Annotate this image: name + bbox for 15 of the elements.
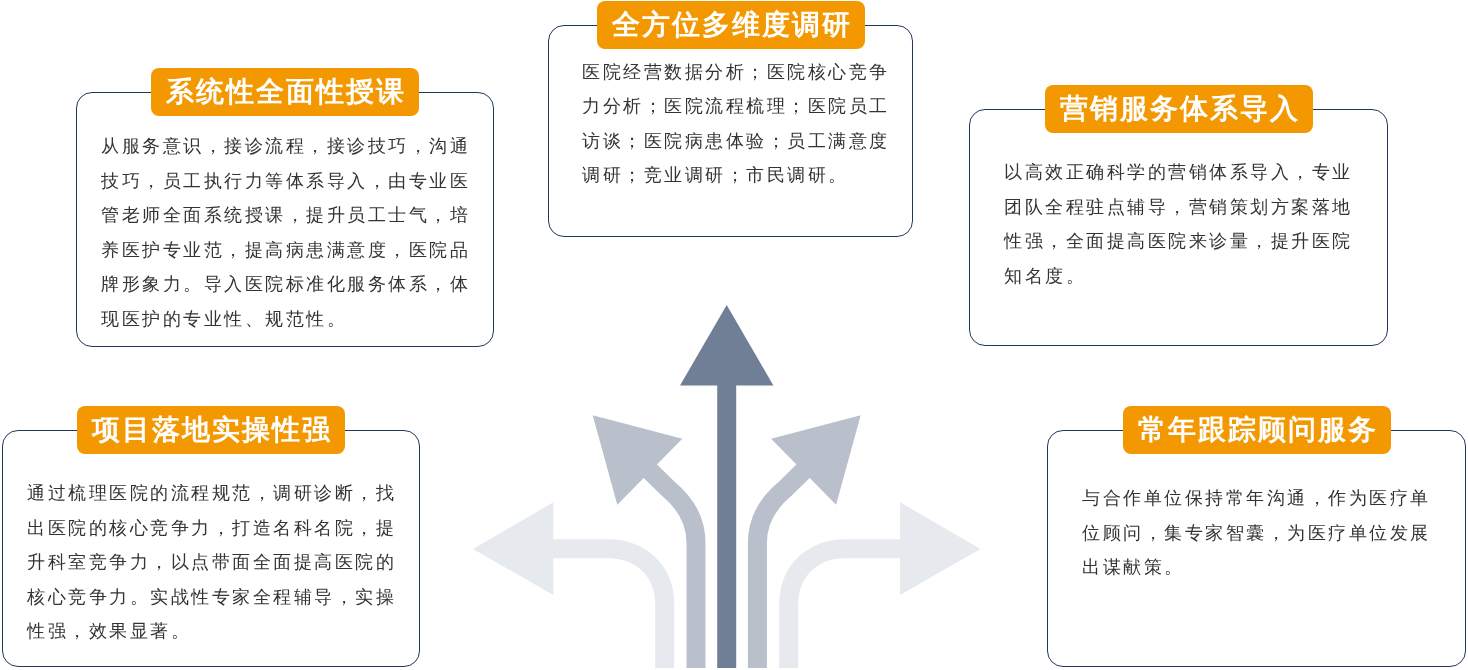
description-text: 医院经营数据分析；医院核心竞争力分析；医院流程梳理；医院员工访谈；医院病患体验；员工满意度调研；竞业调研；市民调研。 (582, 59, 891, 187)
description-text: 从服务意识，接诊流程，接诊技巧，沟通技巧，员工执行力等体系导入，由专业医管老师全面系统授课，提升员工士气，培养医护专业范，提高病患满意度，医院品牌形象力。导入医院标准化服务体系，体现医护的专业性、规范性。 (101, 134, 471, 331)
heading-tab: 系统性全面性授课 (151, 68, 419, 116)
heading-tab: 常年跟踪顾问服务 (1122, 406, 1391, 454)
description-text: 与合作单位保持常年沟通，作为医疗单位顾问，集专家智囊，为医疗单位发展出谋献策。 (1082, 486, 1432, 579)
description-text: 以高效正确科学的营销体系导入，专业团队全程驻点辅导，营销策划方案落地性强，全面提高医院来诊量，提升医院知名度。 (1004, 160, 1354, 288)
heading-tab: 营销服务体系导入 (1044, 85, 1313, 133)
info-card (969, 85, 1388, 346)
heading-tab: 项目落地实操性强 (77, 406, 345, 454)
info-card (76, 68, 494, 347)
info-card (2, 406, 420, 667)
info-card (1047, 406, 1466, 667)
info-card (548, 1, 913, 237)
heading-tab: 全方位多维度调研 (596, 1, 865, 49)
description-text: 通过梳理医院的流程规范，调研诊断，找出医院的核心竞争力，打造名科名院，提升科室竞争力，以点带面全面提高医院的核心竞争力。实战性专家全程辅导，实操性强，效果显著。 (27, 481, 397, 643)
